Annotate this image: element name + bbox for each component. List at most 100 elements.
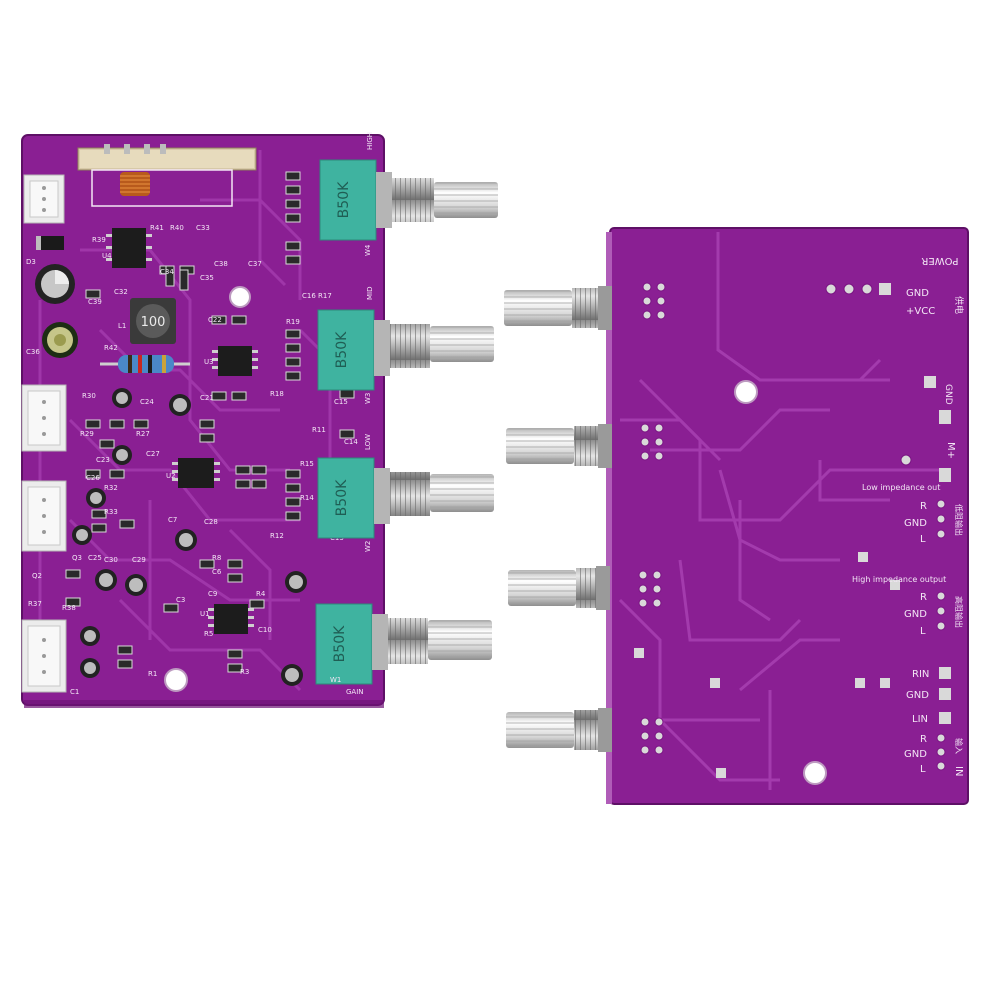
ic-label: U1 xyxy=(200,610,210,618)
pot-id: W4 xyxy=(364,244,372,256)
pot-caption: GAIN xyxy=(346,688,364,696)
silk-label: L1 xyxy=(118,322,126,330)
silk-label: R5 xyxy=(204,630,213,638)
pot-label: B50K xyxy=(334,331,350,368)
back-shaft-4[interactable] xyxy=(506,708,612,752)
pot-w3[interactable]: B50K MID W3 xyxy=(317,287,494,405)
inductor-label: 100 xyxy=(141,315,166,330)
gnd-label: GND xyxy=(906,288,929,299)
electrolytic-cap-c36 xyxy=(35,264,75,304)
l-label-3: L xyxy=(920,764,926,775)
ic-label: U3 xyxy=(204,358,214,366)
r-label-3: R xyxy=(920,734,927,745)
silk-label: C15 xyxy=(334,398,348,406)
silk-label: R11 xyxy=(312,426,326,434)
silk-label: R3 xyxy=(240,668,249,676)
silk-label: R27 xyxy=(136,430,150,438)
silk-label: R39 xyxy=(92,236,106,244)
silk-label: R42 xyxy=(104,344,118,352)
silk-label: Q2 xyxy=(32,572,42,580)
pot-caption: LOW xyxy=(364,434,372,450)
power-cn-label: 供电 xyxy=(953,296,965,314)
silk-label: C3 xyxy=(176,596,185,604)
pot-caption: MID xyxy=(366,287,374,301)
silk-label: C39 xyxy=(88,298,102,306)
silk-label: C24 xyxy=(140,398,154,406)
r-label: R xyxy=(920,501,927,512)
pot-w2[interactable]: B50K LOW W2 xyxy=(317,434,494,552)
ic-u2 xyxy=(172,458,220,488)
high-out-cn-label: 高阻输出 xyxy=(954,596,964,628)
mount-hole-2 xyxy=(164,668,188,692)
rin-label: RIN xyxy=(912,669,929,680)
silk-label: R12 xyxy=(270,532,284,540)
ic-label: U2 xyxy=(166,472,176,480)
back-board: POWER 供电 GND +VCC GND M+ Low impedance o… xyxy=(504,227,969,805)
silk-label: C38 xyxy=(214,260,228,268)
resistor-r42 xyxy=(100,355,190,373)
mount-hole-1 xyxy=(229,286,251,308)
back-mount-hole-2 xyxy=(803,761,827,785)
silk-label: C9 xyxy=(208,590,217,598)
r-label-2: R xyxy=(920,592,927,603)
jst-connector-1 xyxy=(23,174,65,224)
gnd-label-2: GND xyxy=(943,384,953,405)
front-traces xyxy=(38,150,332,692)
jst-connector-2 xyxy=(21,384,67,452)
silk-label: R33 xyxy=(104,508,118,516)
in-cn-label: 输入 xyxy=(954,738,964,754)
back-shaft-3[interactable] xyxy=(508,566,610,610)
electrolytic-cap-c36b xyxy=(42,322,78,358)
smd-passives xyxy=(65,171,355,673)
back-board-substrate xyxy=(610,228,968,804)
silk-label: R37 xyxy=(28,600,42,608)
gnd-label-6: GND xyxy=(904,749,927,760)
silk-label: R1 xyxy=(148,670,157,678)
silk-label: C37 xyxy=(248,260,262,268)
back-shaft-1[interactable] xyxy=(504,286,612,330)
silk-label: R40 xyxy=(170,224,184,232)
pot-w1[interactable]: B50K GAIN W1 xyxy=(315,603,492,696)
power-label: POWER xyxy=(921,255,958,266)
back-mount-hole-1 xyxy=(734,380,758,404)
silk-label: C16 xyxy=(302,292,316,300)
gnd-label-3: GND xyxy=(904,518,927,529)
ic-label: U4 xyxy=(102,252,112,260)
silk-label: R17 xyxy=(318,292,332,300)
jst-connector-4 xyxy=(21,619,67,693)
silk-label: C6 xyxy=(212,568,222,576)
silk-label: D3 xyxy=(26,258,36,266)
pot-caption: HIGH xyxy=(366,132,374,150)
silk-label: C25 xyxy=(88,554,102,562)
gnd-label-4: GND xyxy=(904,609,927,620)
pot-label: B50K xyxy=(334,479,350,516)
ic-u1 xyxy=(208,604,254,634)
low-out-label: Low impedance out xyxy=(862,483,940,492)
silk-label: C14 xyxy=(344,438,358,446)
silk-label: C27 xyxy=(146,450,160,458)
vcc-label: +VCC xyxy=(906,306,935,317)
pot-label: B50K xyxy=(332,625,348,662)
pot-w4[interactable]: B50K HIGH W4 xyxy=(319,132,498,256)
diode-d3 xyxy=(36,236,64,250)
high-out-label: High impedance output xyxy=(852,575,946,584)
silk-label: R32 xyxy=(104,484,118,492)
back-shaft-2[interactable] xyxy=(506,424,612,468)
inductor-l1: 100 xyxy=(130,298,176,344)
in-label: IN xyxy=(953,766,964,776)
pot-id: W1 xyxy=(330,676,341,684)
m-plus-label: M+ xyxy=(945,442,956,459)
front-board: 100 xyxy=(21,132,498,708)
silk-label: C30 xyxy=(104,556,118,564)
l-label: L xyxy=(920,534,926,545)
silk-label: C29 xyxy=(132,556,146,564)
ic-u3 xyxy=(212,346,258,376)
ic-u4 xyxy=(106,228,152,268)
back-pads xyxy=(638,282,946,771)
gnd-label-5: GND xyxy=(906,690,929,701)
silk-label: C21 xyxy=(200,394,214,402)
silk-label: R8 xyxy=(212,554,221,562)
low-out-cn-label: 低阻输出 xyxy=(954,504,964,536)
pot-label: B50K xyxy=(336,181,352,218)
